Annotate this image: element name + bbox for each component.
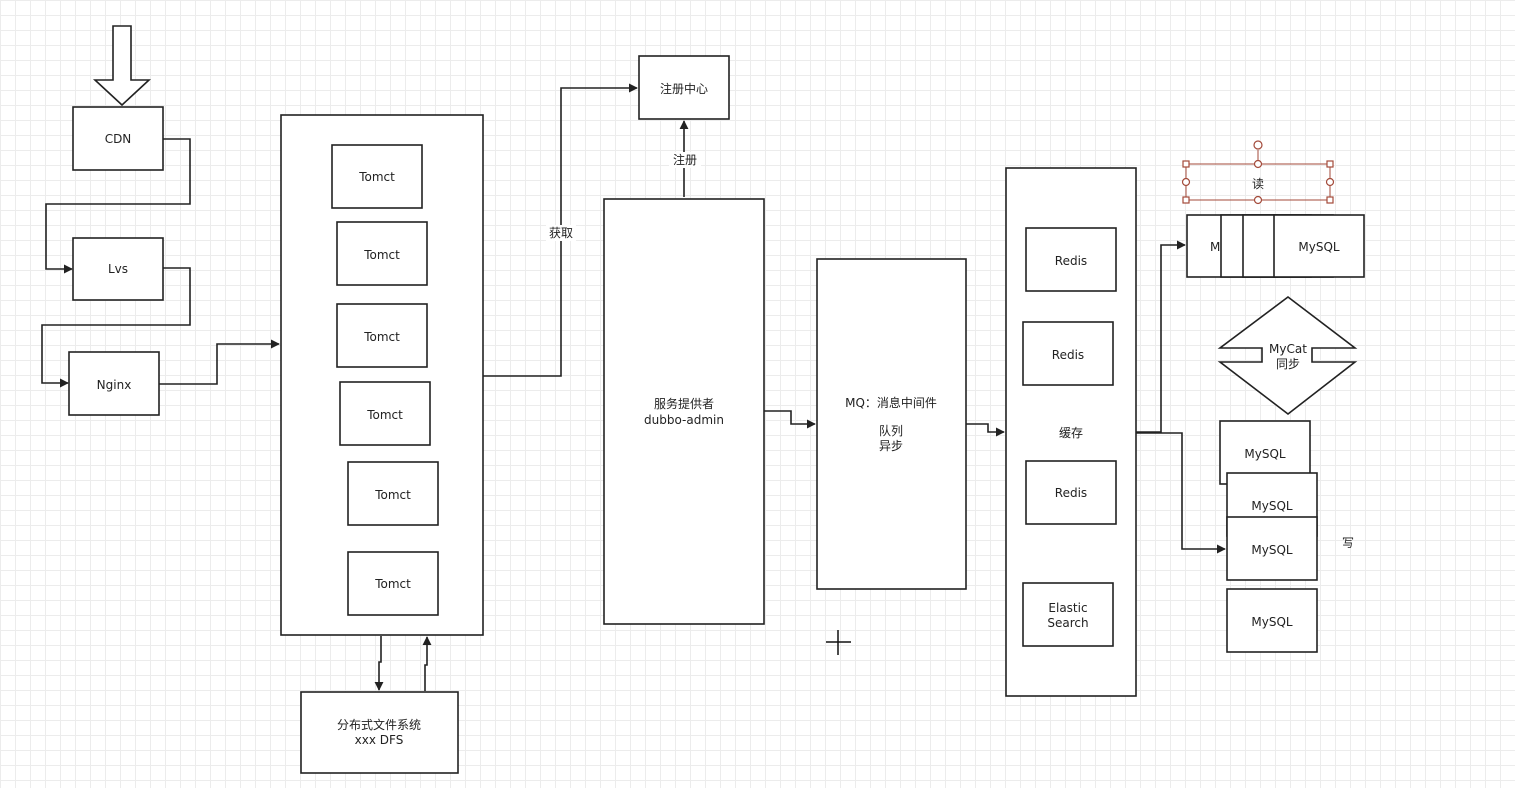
mysql-label: MySQL	[1251, 543, 1293, 557]
mq-node[interactable]: MQ：消息中间件 队列 异步	[816, 258, 967, 590]
tomcat-label: Tomct	[363, 248, 400, 262]
nginx-label: Nginx	[97, 378, 132, 392]
edge-lvs-to-nginx	[41, 267, 191, 388]
resize-handle-icon[interactable]	[1182, 160, 1190, 168]
redis-node[interactable]: Redis	[1025, 460, 1117, 525]
crosshair-cursor-icon	[826, 630, 851, 655]
tomcat-label: Tomct	[358, 170, 395, 184]
mq-label-line3: 队列	[879, 423, 903, 438]
tomcat-node[interactable]: Tomct	[339, 381, 431, 446]
dfs-node[interactable]: 分布式文件系统 xxx DFS	[300, 691, 459, 774]
edge-label-bg	[669, 152, 701, 168]
provider-node[interactable]: 服务提供者 dubbo-admin	[603, 198, 765, 625]
mysql-read-node[interactable]: MySQL	[1273, 214, 1365, 278]
dfs-label-line2: xxx DFS	[355, 733, 404, 747]
edge-provider-to-mq	[764, 410, 816, 429]
mq-label-line4: 异步	[879, 439, 903, 453]
registry-label: 注册中心	[660, 81, 708, 96]
resize-handle-icon[interactable]	[1326, 196, 1334, 204]
elasticsearch-node[interactable]: Elastic Search	[1022, 582, 1114, 647]
mysql-write-node[interactable]: MySQL	[1226, 516, 1318, 581]
edge-dfs-to-cluster	[422, 636, 432, 691]
edge-nginx-to-tomcat-cluster	[159, 339, 280, 385]
edge-cache-to-write-db	[1136, 432, 1226, 554]
tomcat-node[interactable]: Tomct	[347, 551, 439, 616]
redis-node[interactable]: Redis	[1022, 321, 1114, 386]
edge-label-bg	[546, 225, 576, 241]
elastic-label-line1: Elastic	[1048, 601, 1087, 615]
mycat-sync-node[interactable]: MyCat 同步	[1217, 295, 1358, 416]
lvs-label: Lvs	[108, 262, 128, 276]
redis-label: Redis	[1052, 348, 1084, 362]
edge-cache-to-read-db	[1136, 240, 1186, 433]
elastic-label-line2: Search	[1047, 616, 1088, 630]
resize-handle-icon[interactable]	[1253, 195, 1263, 205]
tomcat-label: Tomct	[374, 577, 411, 591]
mysql-write-node[interactable]: MySQL	[1226, 588, 1318, 653]
tomcat-node[interactable]: Tomct	[331, 144, 423, 209]
resize-handle-icon[interactable]	[1253, 159, 1263, 169]
lvs-node[interactable]: Lvs	[72, 237, 164, 301]
read-label-selected[interactable]: 读	[1181, 140, 1335, 205]
tomcat-node[interactable]: Tomct	[336, 221, 428, 286]
edge-label-register: 注册	[673, 152, 697, 167]
cdn-label: CDN	[105, 132, 132, 146]
mysql-label: M	[1210, 240, 1220, 254]
edge-cdn-to-lvs	[45, 138, 191, 274]
redis-node[interactable]: Redis	[1025, 227, 1117, 292]
tomcat-node[interactable]: Tomct	[347, 461, 439, 526]
edge-cluster-to-dfs	[374, 636, 384, 691]
registry-node[interactable]: 注册中心	[638, 55, 730, 120]
redis-label: Redis	[1055, 254, 1087, 268]
mysql-label: MySQL	[1251, 499, 1293, 513]
tomcat-label: Tomct	[374, 488, 411, 502]
edge-mq-to-cache	[966, 423, 1005, 437]
rotate-handle-icon[interactable]	[1253, 140, 1263, 150]
read-label: 读	[1252, 177, 1264, 191]
redis-label: Redis	[1055, 486, 1087, 500]
resize-handle-icon[interactable]	[1325, 177, 1335, 187]
mq-label-line1: MQ：消息中间件	[845, 395, 937, 410]
mysql-label: MySQL	[1251, 615, 1293, 629]
cdn-node[interactable]: CDN	[72, 106, 164, 171]
edge-label-get: 获取	[549, 226, 573, 240]
mycat-label-line2: 同步	[1276, 357, 1300, 371]
tomcat-label: Tomct	[363, 330, 400, 344]
mycat-label-line1: MyCat	[1269, 342, 1307, 356]
tomcat-node[interactable]: Tomct	[336, 303, 428, 368]
nginx-node[interactable]: Nginx	[68, 351, 160, 416]
dfs-label-line1: 分布式文件系统	[337, 717, 421, 732]
resize-handle-icon[interactable]	[1182, 196, 1190, 204]
provider-label-line1: 服务提供者	[654, 396, 714, 411]
resize-handle-icon[interactable]	[1181, 177, 1191, 187]
tomcat-label: Tomct	[366, 408, 403, 422]
write-label: 写	[1342, 536, 1354, 550]
entry-arrow-icon	[92, 25, 152, 107]
resize-handle-icon[interactable]	[1326, 160, 1334, 168]
mysql-label: MySQL	[1244, 447, 1286, 461]
mysql-label: MySQL	[1298, 240, 1340, 254]
provider-label-line2: dubbo-admin	[644, 413, 724, 427]
cache-label: 缓存	[1059, 426, 1083, 440]
